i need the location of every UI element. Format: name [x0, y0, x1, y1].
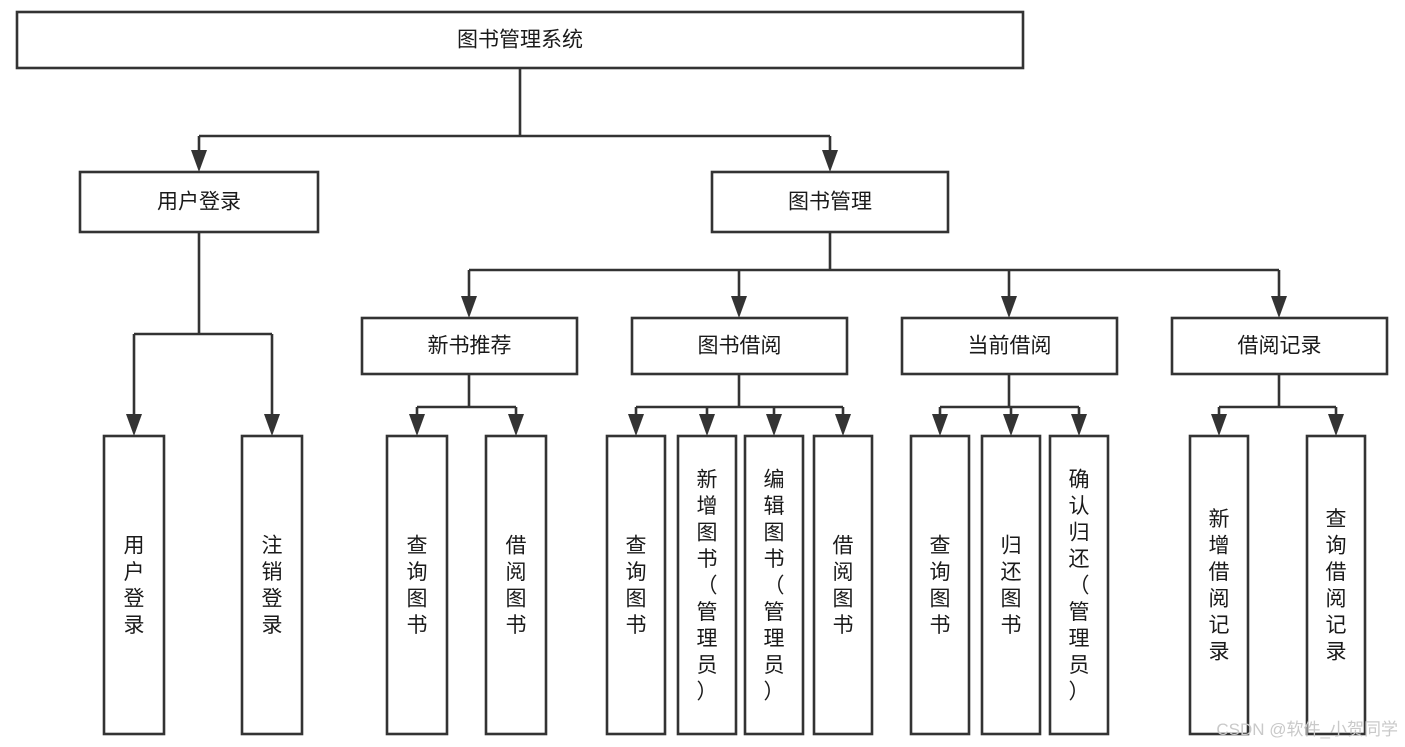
arrow-head-icon-g2-2 — [1071, 414, 1087, 436]
node-book-manage-label: 图书管理 — [788, 191, 872, 214]
node-new-book-rec[interactable]: 新书推荐 — [360, 316, 579, 376]
arrow-head-icon-user-login-1 — [264, 414, 280, 436]
node-leaf-query-record-label: 查询借阅记录 — [1326, 508, 1347, 664]
arrow-head-icon-g1-3 — [835, 414, 851, 436]
arrow-head-icon-g2-1 — [1003, 414, 1019, 436]
arrow-head-icon-g0-0 — [409, 414, 425, 436]
arrow-head-icon-g1-1 — [699, 414, 715, 436]
node-current-borrow-label: 当前借阅 — [968, 335, 1052, 358]
edges-layer — [126, 68, 1344, 436]
node-leaf-query-book-3-label: 查询图书 — [930, 535, 951, 638]
arrow-head-icon-g2-0 — [932, 414, 948, 436]
node-leaf-query-book-1[interactable]: 查询图书 — [385, 434, 449, 736]
node-root-box[interactable] — [15, 10, 1025, 70]
csdn-watermark: CSDN @软件_小贺同学 — [1216, 720, 1398, 739]
node-leaf-borrow-book-2-box[interactable] — [812, 434, 874, 736]
node-new-book-rec-box[interactable] — [360, 316, 579, 376]
arrow-head-icon-g1-2 — [766, 414, 782, 436]
node-current-borrow[interactable]: 当前借阅 — [900, 316, 1119, 376]
node-leaf-borrow-book-1-box[interactable] — [484, 434, 548, 736]
node-borrow-record-label: 借阅记录 — [1238, 335, 1322, 358]
node-leaf-query-book-2-label: 查询图书 — [626, 535, 647, 638]
arrow-head-icon-user-login-0 — [126, 414, 142, 436]
arrow-head-icon-root-1 — [822, 150, 838, 172]
node-user-login[interactable]: 用户登录 — [78, 170, 320, 234]
node-leaf-return-book-box[interactable] — [980, 434, 1042, 736]
node-leaf-confirm-return-box[interactable] — [1048, 434, 1110, 736]
node-borrow-record-box[interactable] — [1170, 316, 1389, 376]
arrow-head-icon-g0-1 — [508, 414, 524, 436]
node-leaf-logout-box[interactable] — [240, 434, 304, 736]
node-leaf-edit-book-label: 编辑图书（管理员） — [764, 468, 785, 703]
node-leaf-add-record-label: 新增借阅记录 — [1209, 508, 1230, 664]
node-leaf-query-record-box[interactable] — [1305, 434, 1367, 736]
node-leaf-add-book-box[interactable] — [676, 434, 738, 736]
node-leaf-add-record[interactable]: 新增借阅记录 — [1188, 434, 1250, 736]
node-book-manage[interactable]: 图书管理 — [710, 170, 950, 234]
node-leaf-borrow-book-1[interactable]: 借阅图书 — [484, 434, 548, 736]
node-leaf-query-book-2[interactable]: 查询图书 — [605, 434, 667, 736]
node-leaf-query-book-3[interactable]: 查询图书 — [909, 434, 971, 736]
node-leaf-query-record[interactable]: 查询借阅记录 — [1305, 434, 1367, 736]
node-leaf-borrow-book-2-label: 借阅图书 — [833, 535, 854, 638]
node-book-manage-box[interactable] — [710, 170, 950, 234]
node-leaf-borrow-book-2[interactable]: 借阅图书 — [812, 434, 874, 736]
node-leaf-return-book-label: 归还图书 — [1001, 535, 1022, 638]
node-leaf-query-book-1-box[interactable] — [385, 434, 449, 736]
arrow-head-icon-g3-1 — [1328, 414, 1344, 436]
node-leaf-confirm-return[interactable]: 确认归还（管理员） — [1048, 434, 1110, 736]
node-leaf-edit-book[interactable]: 编辑图书（管理员） — [743, 434, 805, 736]
node-leaf-user-login[interactable]: 用户登录 — [102, 434, 166, 736]
nodes-layer: 图书管理系统用户登录图书管理新书推荐图书借阅当前借阅借阅记录用户登录注销登录查询… — [15, 10, 1389, 736]
node-leaf-logout-label: 注销登录 — [262, 535, 283, 638]
node-root-label: 图书管理系统 — [457, 29, 583, 52]
node-new-book-rec-label: 新书推荐 — [428, 335, 512, 358]
arrow-head-icon-book-manage-3 — [1271, 296, 1287, 318]
arrow-head-icon-root-0 — [191, 150, 207, 172]
node-leaf-logout[interactable]: 注销登录 — [240, 434, 304, 736]
arrow-head-icon-book-manage-1 — [731, 296, 747, 318]
node-borrow-record[interactable]: 借阅记录 — [1170, 316, 1389, 376]
node-leaf-add-book-label: 新增图书（管理员） — [697, 468, 718, 703]
node-current-borrow-box[interactable] — [900, 316, 1119, 376]
node-leaf-edit-book-box[interactable] — [743, 434, 805, 736]
arrow-head-icon-g1-0 — [628, 414, 644, 436]
node-book-borrow[interactable]: 图书借阅 — [630, 316, 849, 376]
node-leaf-add-book[interactable]: 新增图书（管理员） — [676, 434, 738, 736]
arrow-head-icon-book-manage-2 — [1001, 296, 1017, 318]
node-leaf-query-book-1-label: 查询图书 — [407, 535, 428, 638]
node-root[interactable]: 图书管理系统 — [15, 10, 1025, 70]
node-book-borrow-label: 图书借阅 — [698, 335, 782, 358]
node-leaf-borrow-book-1-label: 借阅图书 — [506, 535, 527, 638]
node-user-login-box[interactable] — [78, 170, 320, 234]
node-leaf-query-book-2-box[interactable] — [605, 434, 667, 736]
arrow-head-icon-g3-0 — [1211, 414, 1227, 436]
arrow-head-icon-book-manage-0 — [461, 296, 477, 318]
node-user-login-label: 用户登录 — [157, 191, 241, 214]
node-leaf-confirm-return-label: 确认归还（管理员） — [1069, 468, 1090, 703]
node-leaf-query-book-3-box[interactable] — [909, 434, 971, 736]
node-book-borrow-box[interactable] — [630, 316, 849, 376]
node-leaf-user-login-box[interactable] — [102, 434, 166, 736]
node-leaf-add-record-box[interactable] — [1188, 434, 1250, 736]
node-leaf-user-login-label: 用户登录 — [124, 535, 145, 638]
node-leaf-return-book[interactable]: 归还图书 — [980, 434, 1042, 736]
